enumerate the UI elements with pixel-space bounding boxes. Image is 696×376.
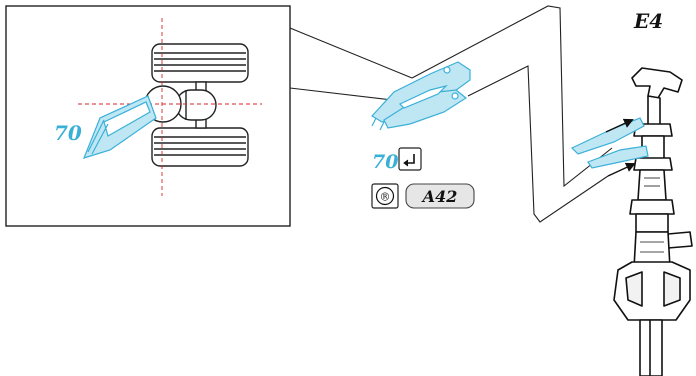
tool-ref-symbol: ®	[380, 191, 391, 204]
step-reference-group: 70 ® A42	[371, 147, 475, 209]
inset-tool-70	[82, 95, 157, 159]
steering-column-assembly	[613, 67, 693, 376]
inset-leader-lines	[289, 27, 413, 101]
tool-70-illustration	[371, 61, 471, 131]
tool-ref-pill: A42	[405, 183, 475, 209]
assembly-leader-path	[411, 5, 613, 223]
inset-detail-panel: 70	[5, 5, 291, 227]
inset-callout-70: 70	[54, 121, 82, 145]
return-arrow-icon	[398, 147, 422, 171]
tyre-bottom	[151, 127, 249, 167]
center-guide-lines	[78, 18, 262, 196]
step-number-70: 70	[372, 151, 398, 173]
page-label: E4	[633, 9, 663, 33]
fit-arrows	[605, 118, 636, 177]
registered-r-icon: ®	[371, 183, 399, 209]
tool-ref-code: A42	[421, 187, 458, 206]
tyre-top	[151, 43, 249, 83]
